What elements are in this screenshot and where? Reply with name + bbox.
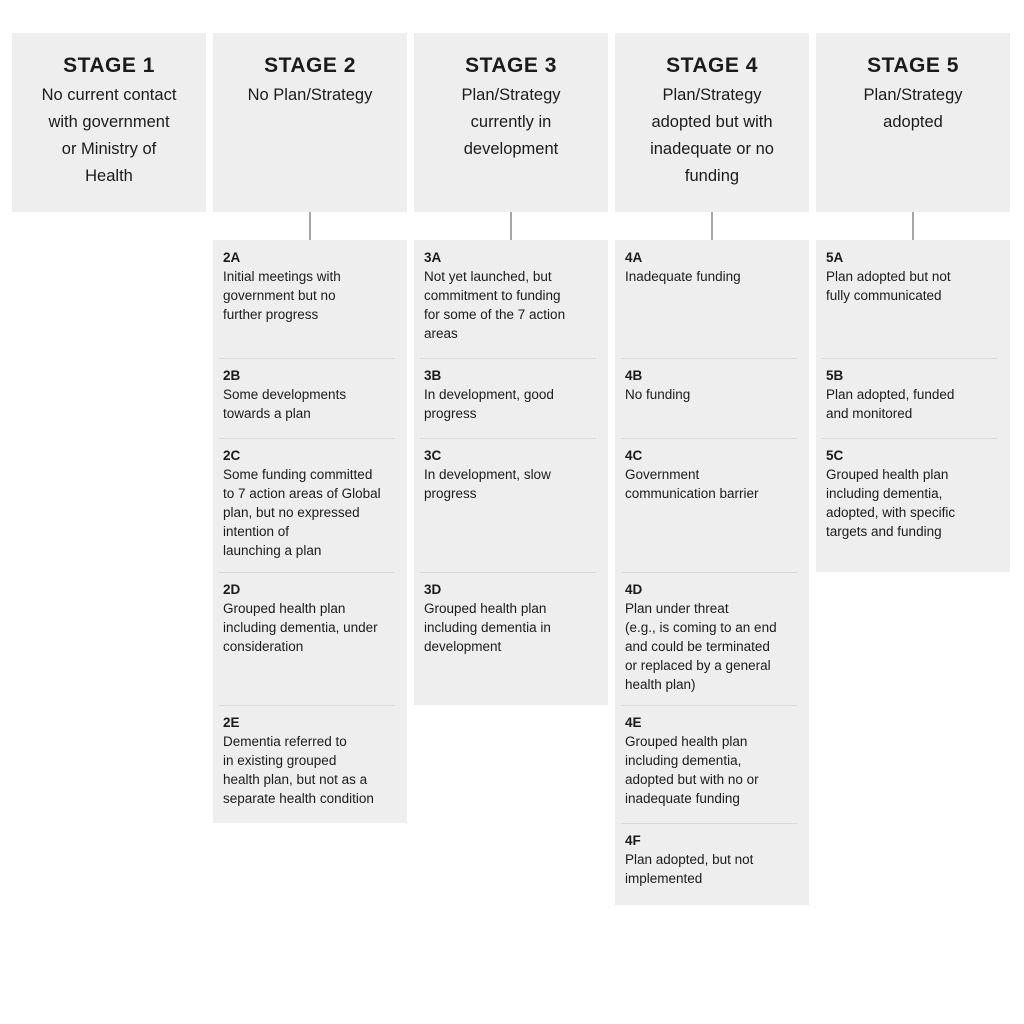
substage-label: 4C xyxy=(625,448,643,463)
stage-3-subtitle: Plan/Strategy currently in development xyxy=(461,86,561,158)
stage-4-substages: 4A Inadequate funding 4B No funding 4C G… xyxy=(615,240,809,905)
substage-item-4a: 4A Inadequate funding xyxy=(615,240,809,358)
substage-item-3a: 3A Not yet launched, but commitment to f… xyxy=(414,240,608,358)
substage-item-4f: 4F Plan adopted, but not implemented xyxy=(615,823,809,905)
substage-label: 2B xyxy=(223,368,241,383)
stage-4-title: STAGE 4 xyxy=(666,54,758,77)
substage-item-4e: 4E Grouped health plan including dementi… xyxy=(615,705,809,823)
stage-2-subtitle: No Plan/Strategy xyxy=(247,86,373,104)
connector-line xyxy=(711,212,713,240)
stage-5-column: STAGE 5 Plan/Strategy adopted 5A Plan ad… xyxy=(816,33,1010,572)
substage-label: 4E xyxy=(625,715,642,730)
stage-5-substages: 5A Plan adopted but not fully communicat… xyxy=(816,240,1010,572)
stage-5-header: STAGE 5 Plan/Strategy adopted xyxy=(816,33,1010,212)
stage-1-title: STAGE 1 xyxy=(63,54,155,77)
substage-label: 3D xyxy=(424,582,442,597)
substage-text: In development, slow progress xyxy=(424,467,551,501)
substage-label: 5B xyxy=(826,368,844,383)
substage-item-2b: 2B Some developments towards a plan xyxy=(213,358,407,438)
connector-line xyxy=(912,212,914,240)
substage-item-3d: 3D Grouped health plan including dementi… xyxy=(414,572,608,705)
stage-3-column: STAGE 3 Plan/Strategy currently in devel… xyxy=(414,33,608,705)
substage-item-5c: 5C Grouped health plan including dementi… xyxy=(816,438,1010,572)
substage-item-4d: 4D Plan under threat (e.g., is coming to… xyxy=(615,572,809,705)
substage-label: 2A xyxy=(223,250,241,265)
substage-item-2c: 2C Some funding committed to 7 action ar… xyxy=(213,438,407,572)
stage-4-header: STAGE 4 Plan/Strategy adopted but with i… xyxy=(615,33,809,212)
substage-label: 2E xyxy=(223,715,240,730)
substage-text: No funding xyxy=(625,387,691,402)
stage-5-title: STAGE 5 xyxy=(867,54,959,77)
stage-2-column: STAGE 2 No Plan/Strategy 2A Initial meet… xyxy=(213,33,407,823)
stage-2-header: STAGE 2 No Plan/Strategy xyxy=(213,33,407,212)
substage-label: 4B xyxy=(625,368,643,383)
substage-item-4b: 4B No funding xyxy=(615,358,809,438)
substage-label: 4D xyxy=(625,582,643,597)
substage-label: 5A xyxy=(826,250,844,265)
substage-text: Grouped health plan including dementia, … xyxy=(223,601,378,654)
stage-2-title: STAGE 2 xyxy=(264,54,356,77)
stage-4-column: STAGE 4 Plan/Strategy adopted but with i… xyxy=(615,33,809,905)
substage-label: 4F xyxy=(625,833,641,848)
stage-1-column: STAGE 1 No current contact with governme… xyxy=(12,33,206,212)
substage-item-2a: 2A Initial meetings with government but … xyxy=(213,240,407,358)
stage-3-header: STAGE 3 Plan/Strategy currently in devel… xyxy=(414,33,608,212)
substage-label: 3B xyxy=(424,368,442,383)
substage-text: Grouped health plan including dementia, … xyxy=(826,467,956,539)
substage-label: 5C xyxy=(826,448,844,463)
substage-text: Some funding committed to 7 action areas… xyxy=(223,467,381,558)
stage-3-title: STAGE 3 xyxy=(465,54,557,77)
substage-text: Grouped health plan including dementia i… xyxy=(424,601,551,654)
substage-text: Plan adopted, but not implemented xyxy=(625,852,754,886)
substage-text: Plan adopted, funded and monitored xyxy=(826,387,955,421)
stage-1-header: STAGE 1 No current contact with governme… xyxy=(12,33,206,212)
substage-label: 3C xyxy=(424,448,442,463)
stage-4-subtitle: Plan/Strategy adopted but with inadequat… xyxy=(650,86,774,185)
substage-text: Inadequate funding xyxy=(625,269,741,284)
substage-label: 2C xyxy=(223,448,241,463)
substage-item-2e: 2E Dementia referred to in existing grou… xyxy=(213,705,407,823)
substage-text: Grouped health plan including dementia, … xyxy=(625,734,759,806)
substage-text: Dementia referred to in existing grouped… xyxy=(223,734,374,806)
substage-item-5a: 5A Plan adopted but not fully communicat… xyxy=(816,240,1010,358)
substage-text: In development, good progress xyxy=(424,387,554,421)
stage-1-subtitle: No current contact with government or Mi… xyxy=(41,86,177,185)
substage-text: Plan adopted but not fully communicated xyxy=(826,269,951,303)
stage-2-substages: 2A Initial meetings with government but … xyxy=(213,240,407,823)
substage-text: Not yet launched, but commitment to fund… xyxy=(424,269,566,341)
substage-item-3b: 3B In development, good progress xyxy=(414,358,608,438)
substage-item-3c: 3C In development, slow progress xyxy=(414,438,608,572)
substage-text: Some developments towards a plan xyxy=(223,387,347,421)
substage-text: Plan under threat (e.g., is coming to an… xyxy=(625,601,777,692)
connector-line xyxy=(510,212,512,240)
substage-item-4c: 4C Government communication barrier xyxy=(615,438,809,572)
substage-label: 4A xyxy=(625,250,643,265)
substage-item-2d: 2D Grouped health plan including dementi… xyxy=(213,572,407,705)
stage-5-subtitle: Plan/Strategy adopted xyxy=(863,86,963,131)
substage-label: 3A xyxy=(424,250,442,265)
substage-label: 2D xyxy=(223,582,241,597)
substage-item-5b: 5B Plan adopted, funded and monitored xyxy=(816,358,1010,438)
substage-text: Initial meetings with government but no … xyxy=(223,269,341,322)
substage-text: Government communication barrier xyxy=(625,467,759,501)
stage-3-substages: 3A Not yet launched, but commitment to f… xyxy=(414,240,608,705)
connector-line xyxy=(309,212,311,240)
